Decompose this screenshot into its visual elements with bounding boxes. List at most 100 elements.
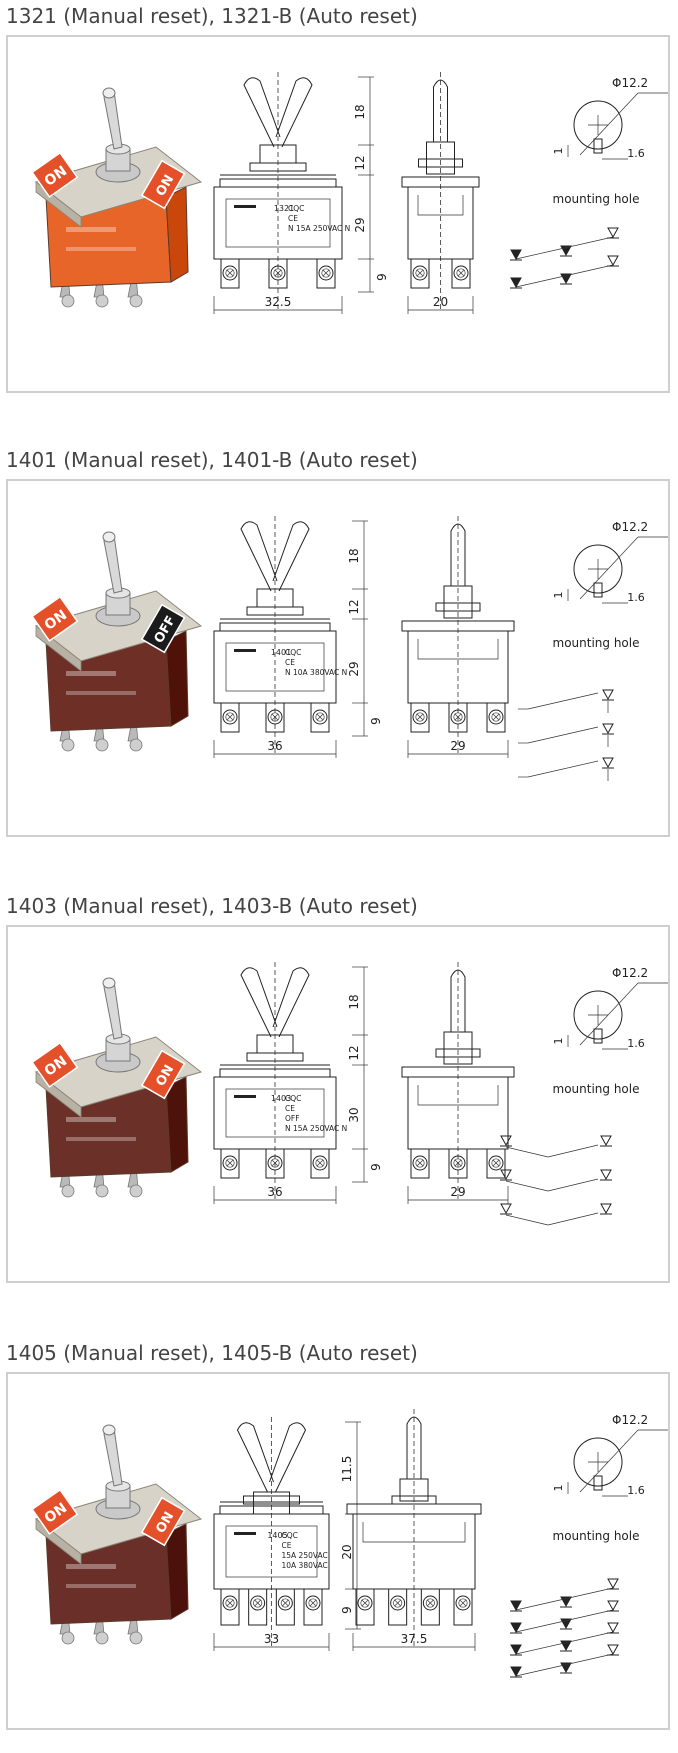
schematic-contact <box>607 255 619 267</box>
plate-label-bg <box>31 595 79 642</box>
toggle-lever-left <box>236 1422 274 1493</box>
terminal-screw <box>312 1155 328 1171</box>
schematic-contact <box>510 1622 522 1634</box>
terminal <box>310 702 330 733</box>
schematic-contact <box>500 1135 512 1147</box>
plate-label-right: ON <box>140 1496 186 1547</box>
screw-slot <box>271 1159 279 1167</box>
screw-slot <box>316 1159 324 1167</box>
schematic-wire <box>515 1631 614 1655</box>
label-row: N 15A 250VAC N <box>285 1124 347 1133</box>
mounting-hole <box>573 1437 623 1487</box>
key-notch <box>593 138 603 154</box>
terminal <box>410 1148 430 1179</box>
dimension-width: 33 <box>264 1632 279 1646</box>
terminal <box>486 1148 506 1179</box>
screw-slot <box>309 1599 317 1607</box>
screw-slot <box>394 1599 402 1607</box>
hole-caption: mounting hole <box>553 636 640 650</box>
hole-dim-a: 1 <box>552 148 565 155</box>
switch-body <box>352 1513 476 1590</box>
body-print <box>66 671 116 676</box>
nut <box>418 158 463 168</box>
schematic-wire <box>547 1178 599 1192</box>
label-mark <box>234 649 256 652</box>
toggle-tip <box>102 1424 116 1436</box>
section-title: 1401 (Manual reset), 1401-B (Auto reset) <box>6 448 418 472</box>
label-model: 1401 <box>271 648 291 657</box>
screw-slot <box>281 1599 289 1607</box>
body-recess <box>417 639 499 660</box>
toggle-lever-left <box>240 521 278 592</box>
screw-ring <box>491 1158 501 1168</box>
screw-slot <box>492 1159 500 1167</box>
hole-dim-b: 1.6 <box>627 1037 645 1050</box>
body-recess <box>362 1522 466 1543</box>
dimension-toggle: 18 <box>353 104 367 119</box>
terminal <box>448 1148 468 1179</box>
screw-slot <box>361 1599 369 1607</box>
terminal <box>486 702 506 733</box>
screw-ring <box>491 712 501 722</box>
screw-slot <box>254 1599 262 1607</box>
screw-ring <box>225 268 235 278</box>
terminal <box>268 258 288 289</box>
screw-slot <box>459 1599 467 1607</box>
screw-ring <box>270 1158 280 1168</box>
screw-ring <box>308 1598 318 1608</box>
bushing <box>253 1491 290 1515</box>
toggle-lever-left <box>243 77 281 148</box>
screw-slot <box>316 713 324 721</box>
hole-dim-b: 1.6 <box>627 147 645 160</box>
dimension-width: 36 <box>267 1185 282 1199</box>
switch-body-side <box>165 1076 189 1173</box>
dimension-depth: 20 <box>433 295 448 309</box>
label-row: 15A 250VAC <box>282 1551 328 1560</box>
label-model: 1403 <box>271 1094 291 1103</box>
screw-ring <box>225 712 235 722</box>
dimension-body: 30 <box>347 1107 361 1122</box>
label-row: CE <box>282 1541 292 1550</box>
terminal-screw <box>267 709 283 725</box>
dimension-toggle: 18 <box>347 994 361 1009</box>
screw-slot <box>457 269 465 277</box>
label-model: 1321 <box>274 204 294 213</box>
toggle-lever <box>103 1427 123 1487</box>
screw-head <box>357 1595 373 1611</box>
hole-diameter: Φ12.2 <box>612 966 648 980</box>
contact-schematic <box>500 1135 612 1226</box>
screw-head <box>312 1155 328 1171</box>
schematic-wire <box>515 1653 614 1677</box>
hole-dim-a: 1 <box>552 592 565 599</box>
terminal-screw <box>129 1184 143 1198</box>
key-notch <box>593 1475 603 1491</box>
hole-diameter: Φ12.2 <box>612 1413 648 1427</box>
toggle-lever-right <box>272 521 310 592</box>
schematic-contact <box>500 1169 512 1181</box>
toggle-lever <box>433 79 448 142</box>
label-row: CE <box>285 1104 295 1113</box>
screw-slot <box>226 713 234 721</box>
terminal <box>265 1148 285 1179</box>
toggle-lever-right <box>272 967 310 1038</box>
diameter-leader <box>579 536 639 600</box>
screw-slot <box>226 269 234 277</box>
hole-dim-b: 1.6 <box>627 591 645 604</box>
nut <box>249 162 307 172</box>
terminal-screw <box>129 1631 143 1645</box>
terminal <box>316 258 336 289</box>
screw-head <box>318 265 334 281</box>
screw-ring <box>415 712 425 722</box>
screw-ring <box>456 268 466 278</box>
terminal-screw <box>222 1155 238 1171</box>
nut <box>435 602 481 612</box>
label-mark <box>234 1095 256 1098</box>
key-notch <box>593 1028 603 1044</box>
